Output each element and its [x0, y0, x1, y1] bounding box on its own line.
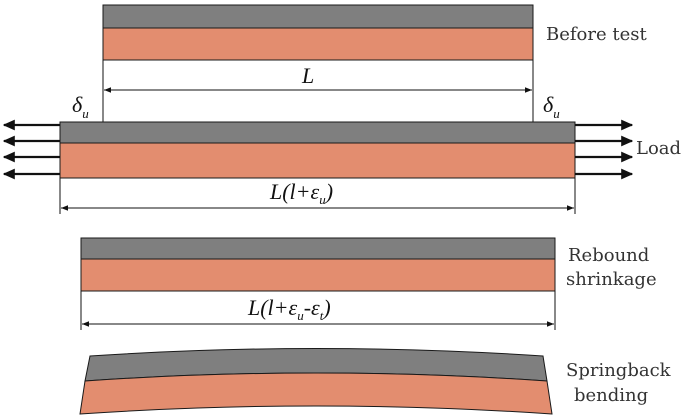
dimension-rebound-length: L(l+εu-εt)	[80, 291, 556, 330]
specimen-gray-layer	[80, 237, 556, 260]
specimen-gray-layer	[59, 121, 576, 144]
dimension-loaded-length: L(l+εu)	[59, 178, 576, 214]
dimension-label-L: L	[301, 63, 314, 88]
load-arrows-right	[575, 119, 634, 180]
stage-label-load: Load	[636, 138, 681, 159]
specimen-salmon-layer	[102, 27, 534, 61]
stage-springback-bending: Springback bending	[79, 348, 676, 415]
delta-u-right: δu	[543, 92, 560, 121]
specimen-gray-layer	[102, 4, 534, 29]
stage-label-rebound: Rebound shrinkage	[566, 245, 657, 290]
delta-u-left: δu	[72, 92, 89, 121]
stage-before-test: Before test	[102, 4, 647, 61]
stage-load: Load L(l+εu)	[2, 119, 681, 214]
specimen-salmon-layer-bent	[79, 372, 553, 415]
dimension-label-rebound: L(l+εu-εt)	[247, 295, 331, 323]
stage-label-before-test: Before test	[546, 24, 647, 45]
stage-label-springback: Springback bending	[566, 360, 676, 406]
dimension-label-loaded: L(l+εu)	[269, 179, 333, 207]
specimen-salmon-layer	[80, 258, 556, 292]
stage-rebound-shrinkage: Rebound shrinkage L(l+εu-εt)	[80, 237, 657, 330]
dimension-original-length: L	[102, 60, 534, 122]
specimen-salmon-layer	[59, 142, 576, 179]
load-arrows-left	[2, 119, 60, 180]
